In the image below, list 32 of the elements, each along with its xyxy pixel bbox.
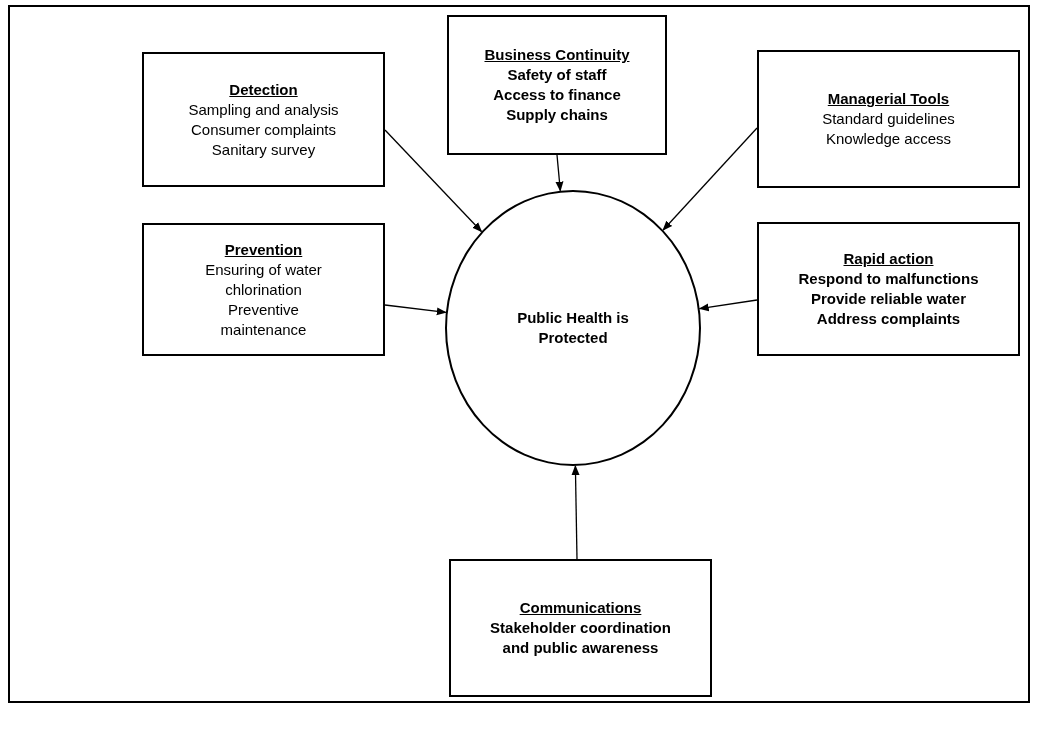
arrow	[384, 129, 483, 233]
text-box	[757, 222, 1020, 356]
center-label: Public Health is Protected	[516, 308, 630, 348]
box-heading: Prevention	[224, 239, 303, 260]
text-box	[142, 223, 385, 356]
box-heading: Communications	[519, 598, 642, 618]
text-box	[142, 52, 385, 187]
list-item: Stakeholder coordination and public awareness	[489, 618, 672, 658]
box-heading: Managerial Tools	[827, 89, 950, 109]
text-box	[449, 559, 712, 697]
arrow	[662, 127, 758, 231]
list-item: Sampling and analysis	[188, 99, 339, 120]
arrow	[571, 465, 580, 560]
box-heading: Detection	[229, 79, 298, 100]
text-box	[757, 50, 1020, 188]
box-heading: Rapid action	[843, 249, 934, 269]
list-item: Provide reliable water	[810, 289, 967, 309]
arrow	[384, 304, 447, 316]
list-item: Preventive maintenance	[219, 299, 308, 340]
list-item: Consumer complaints	[190, 119, 337, 140]
list-item: Access to finance	[493, 85, 621, 105]
list-item: Standard guidelines	[822, 109, 955, 129]
box-heading: Business Continuity	[484, 45, 630, 65]
list-item: Sanitary survey	[211, 139, 316, 160]
list-item: Address complaints	[816, 309, 961, 329]
text-box	[447, 15, 667, 155]
list-item: Ensuring of water chlorination	[204, 259, 323, 300]
list-item: Safety of staff	[507, 65, 607, 85]
list-item: Respond to malfunctions	[798, 269, 979, 289]
list-item: Knowledge access	[825, 129, 952, 149]
arrow	[555, 154, 564, 192]
list-item: Supply chains	[506, 105, 608, 125]
